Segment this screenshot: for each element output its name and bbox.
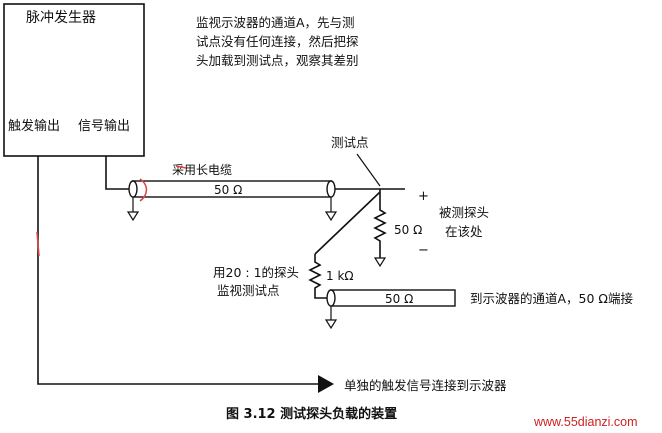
cable-2-end-left xyxy=(326,289,336,307)
long-cable: 50 Ω 采用长电缆 xyxy=(128,163,336,198)
resistor-50-label: 50 Ω xyxy=(394,223,422,237)
cable-1-impedance: 50 Ω xyxy=(214,183,242,197)
cable-1-end-right xyxy=(326,180,336,198)
probe-20-1-line-2: 监视测试点 xyxy=(217,283,280,298)
pulse-generator-box xyxy=(3,3,145,157)
signal-output-label: 信号输出 xyxy=(78,118,130,134)
ground-symbol-right xyxy=(324,197,338,222)
note-line-1: 监视示波器的通道A，先与测 xyxy=(196,15,355,30)
resistor-50-ohm: 50 Ω xyxy=(373,189,422,268)
signal-wire xyxy=(105,156,130,190)
minus-sign: − xyxy=(418,243,429,258)
ground-symbol-cable-2 xyxy=(324,306,338,330)
separate-trigger-label: 单独的触发信号连接到示波器 xyxy=(344,378,507,393)
probe-under-test-line-1: 被测探头 xyxy=(439,205,489,220)
test-point-leader xyxy=(356,153,381,187)
note-line-2: 试点没有任何连接，然后把探 xyxy=(196,34,359,49)
watermark: www.55dianzi.com xyxy=(533,415,638,429)
trigger-arrow-head xyxy=(318,375,334,393)
resistor-1k-label: 1 kΩ xyxy=(326,269,354,283)
cable-2-impedance: 50 Ω xyxy=(385,292,413,306)
plus-sign: + xyxy=(418,189,429,204)
probe-diagonal-line xyxy=(314,191,381,255)
resistor-1k-ohm: 1 kΩ xyxy=(308,254,354,299)
test-point-label: 测试点 xyxy=(331,135,369,150)
pulse-generator: 脉冲发生器 触发输出 信号输出 xyxy=(3,3,145,157)
scope-cable: 50 Ω 到示波器的通道A，50 Ω端接 xyxy=(326,289,633,307)
ground-symbol-resistor xyxy=(373,257,387,268)
pencil-mark-label xyxy=(175,165,187,169)
to-scope-label: 到示波器的通道A，50 Ω端接 xyxy=(470,291,633,306)
probe-20-1-line-1: 用20 : 1的探头 xyxy=(213,265,299,280)
ground-symbol-left xyxy=(126,197,140,222)
pencil-mark-trigger-wire xyxy=(36,231,40,257)
instruction-note: 监视示波器的通道A，先与测 试点没有任何连接，然后把探 头加载到测试点，观察其差… xyxy=(196,15,359,68)
cable-1-end-left xyxy=(128,180,138,198)
trigger-wire xyxy=(37,156,318,385)
pencil-mark-cable-start xyxy=(139,178,148,202)
note-line-3: 头加载到测试点，观察其差别 xyxy=(196,53,359,68)
long-cable-label: 采用长电缆 xyxy=(172,163,232,177)
trigger-output-label: 触发输出 xyxy=(8,118,60,134)
pulse-generator-title: 脉冲发生器 xyxy=(26,10,96,26)
figure-caption: 图 3.12 测试探头负载的装置 xyxy=(226,406,397,422)
probe-under-test-line-2: 在该处 xyxy=(445,224,483,239)
